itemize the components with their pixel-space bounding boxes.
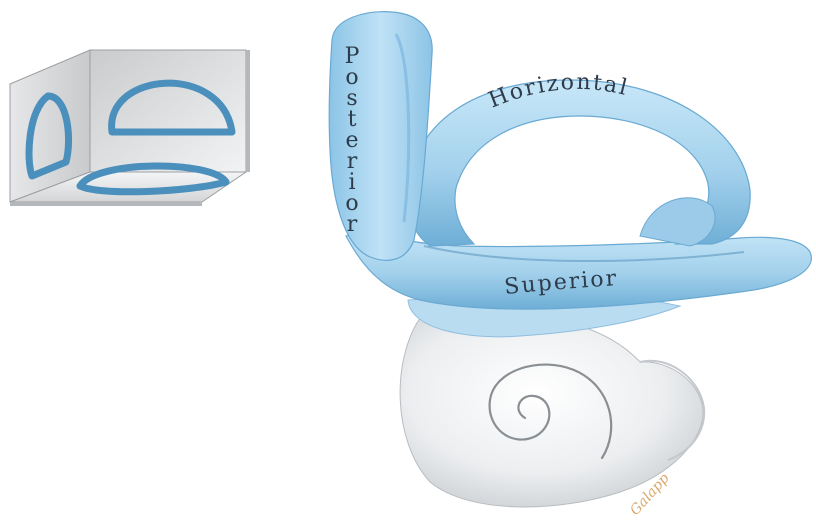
inset-back-edge	[246, 50, 250, 172]
posterior-label: Posterior	[340, 44, 365, 233]
planes-inset	[10, 50, 250, 206]
inner-ear: Posterior Horizontal Superior Galapp	[329, 12, 811, 519]
inset-floor-edge	[10, 202, 202, 206]
superior-canal	[346, 228, 811, 309]
horizontal-canal-ampulla	[640, 198, 715, 246]
